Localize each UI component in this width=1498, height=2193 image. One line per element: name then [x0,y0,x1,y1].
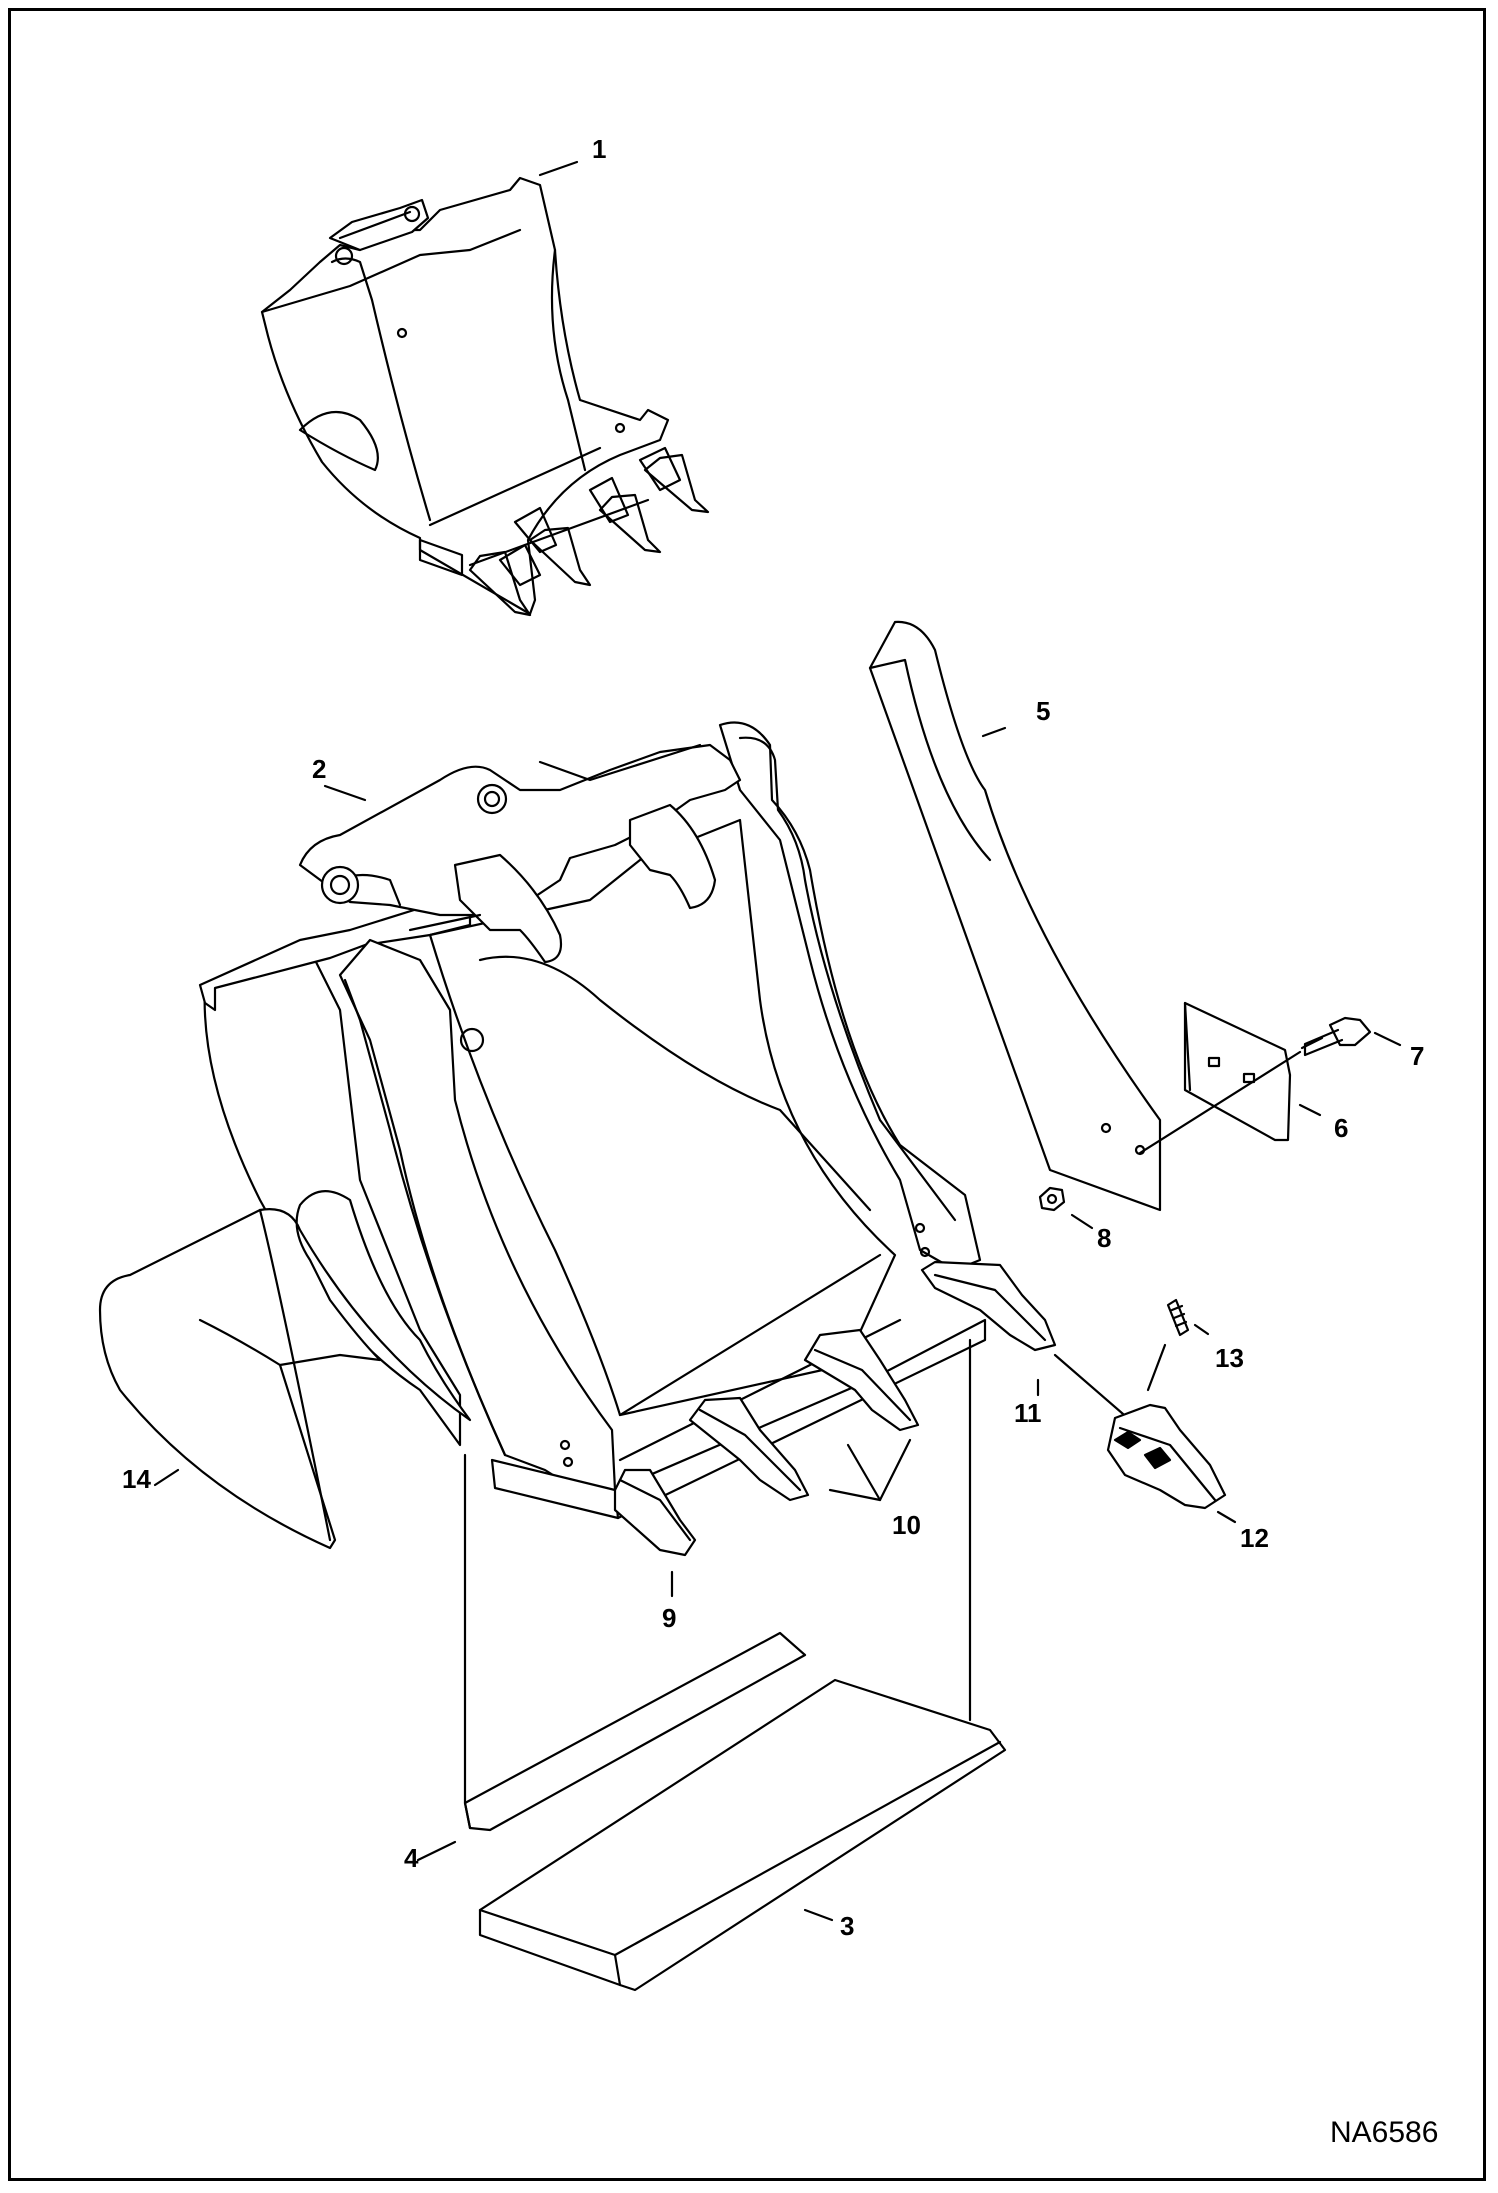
leader-line-2 [323,784,367,802]
main-bucket [198,721,1057,1557]
callout-3: 3 [840,1911,855,1941]
callout-5: 5 [1036,696,1051,726]
leader-line-13 [1193,1323,1210,1336]
callout-12: 12 [1240,1523,1269,1553]
callout-9: 9 [662,1603,677,1633]
callout-8: 8 [1097,1223,1112,1253]
cutting-edge-parts [463,1631,1007,1992]
callout-11: 11 [1014,1398,1042,1428]
leader-line-12 [1216,1510,1237,1524]
callout-10: 10 [892,1510,921,1540]
leader-line-5 [981,726,1007,738]
callout-14: 14 [122,1464,151,1494]
leader-line-10 [828,1438,912,1502]
callout-6: 6 [1334,1113,1349,1143]
tooth-detail [1053,1298,1227,1510]
leader-line-6 [1298,1103,1322,1117]
leader-line-7 [1373,1031,1402,1047]
leader-line-8 [1070,1213,1094,1230]
figure-id-label: NA6586 [1330,2116,1439,2149]
side-cutter-hardware [1038,1001,1372,1212]
side-cutter-plate [868,620,1162,1212]
callout-4: 4 [404,1843,419,1873]
leader-line-14 [153,1468,180,1487]
side-shroud [98,1190,472,1550]
leader-line-3 [803,1908,834,1922]
callout-1: 1 [592,134,607,164]
callout-2: 2 [312,754,327,784]
callout-7: 7 [1410,1041,1425,1071]
callout-13: 13 [1215,1343,1244,1373]
leader-line-1 [538,160,579,177]
leader-line-4 [416,1840,457,1862]
leader-line-10b [846,1443,882,1502]
assembled-bucket [260,176,710,617]
